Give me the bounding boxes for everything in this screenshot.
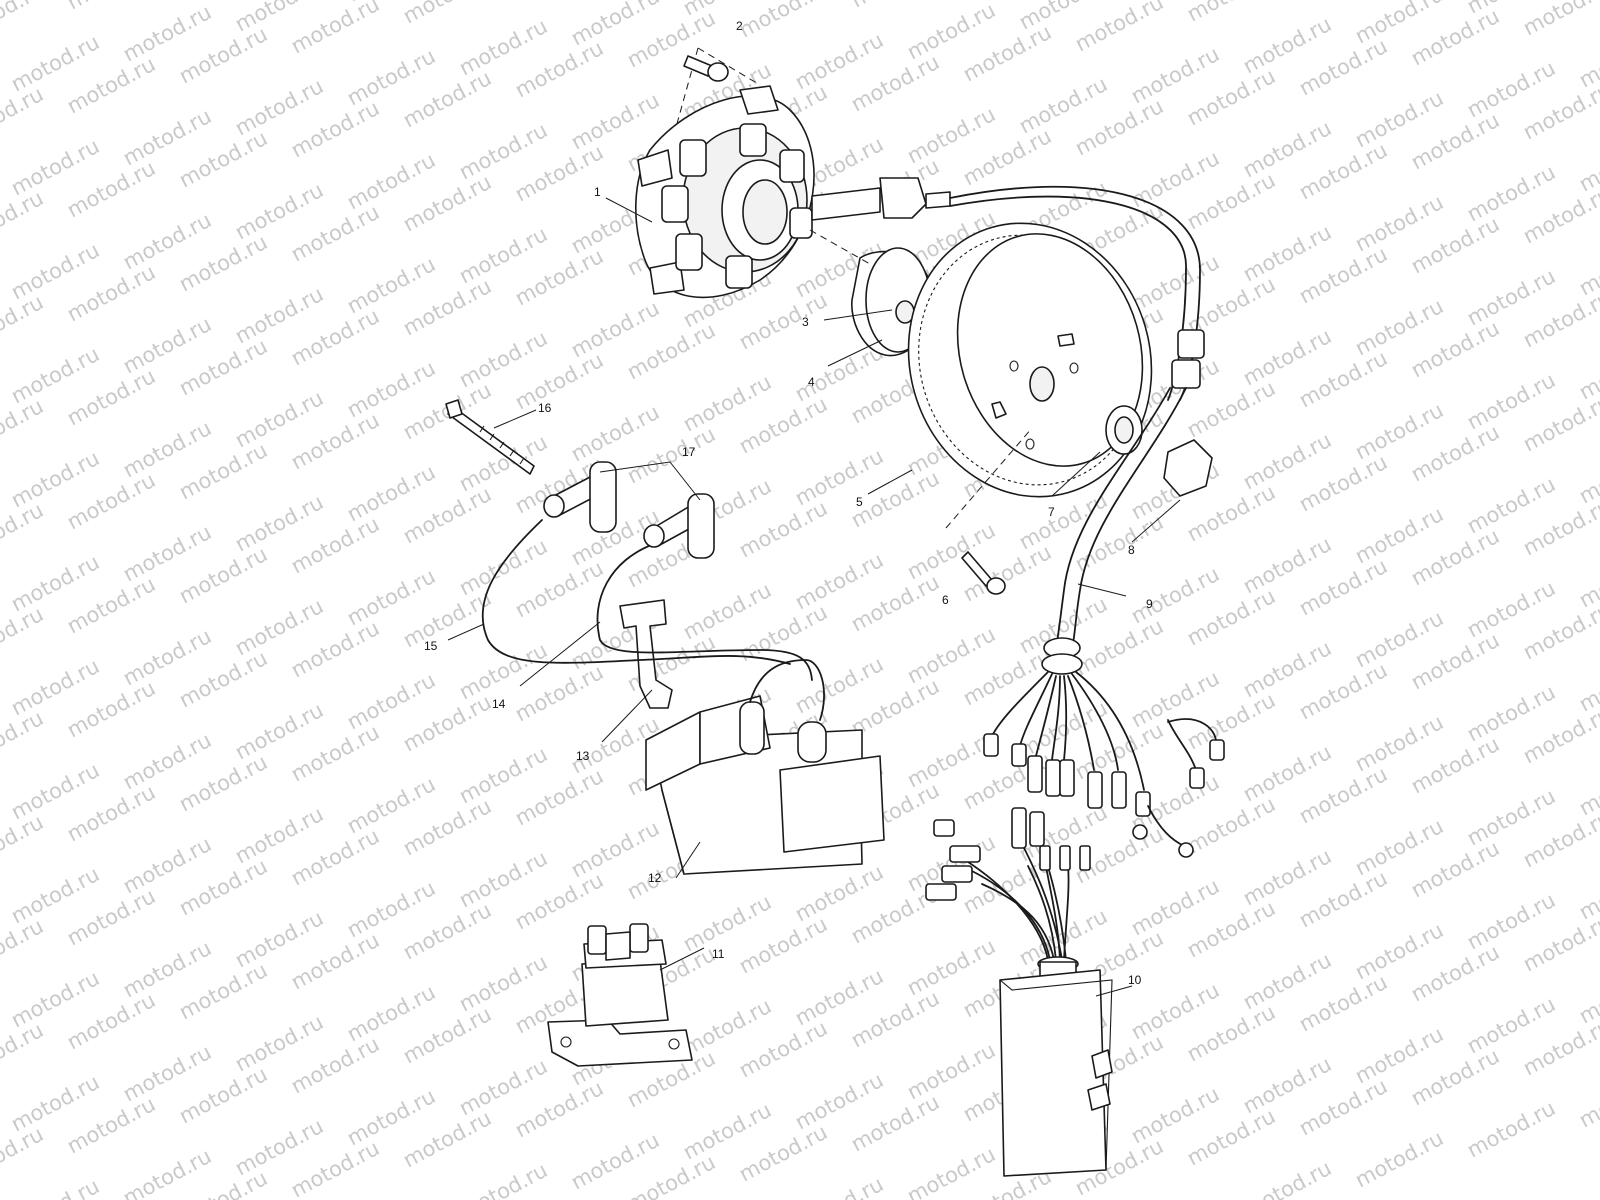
callout-14: 14 bbox=[492, 697, 506, 711]
watermark-text: motod.ru bbox=[0, 810, 47, 876]
watermark-text: motod.ru bbox=[0, 82, 47, 148]
callout-10: 10 bbox=[1128, 973, 1142, 987]
watermark-text: motod.ru bbox=[0, 1122, 47, 1188]
part-13-bracket bbox=[601, 599, 673, 743]
part-8-nut bbox=[1131, 439, 1213, 543]
callout-8: 8 bbox=[1128, 543, 1135, 557]
watermark-text: motod.ru bbox=[119, 1144, 215, 1200]
part-9-harness bbox=[949, 185, 1205, 675]
callout-9: 9 bbox=[1146, 597, 1153, 611]
callout-5: 5 bbox=[856, 495, 863, 509]
watermark-text: motod.ru bbox=[0, 602, 47, 668]
watermark-text: motod.ru bbox=[0, 0, 47, 44]
watermark-text: motod.ru bbox=[735, 0, 831, 42]
part-11-solenoid bbox=[547, 923, 705, 1067]
watermark-text: motod.ru bbox=[1463, 1096, 1559, 1162]
watermark-text: motod.ru bbox=[455, 1158, 551, 1200]
part-15-ht-lead bbox=[447, 519, 791, 665]
part-1-stator bbox=[605, 85, 815, 299]
watermark-text: motod.ru bbox=[1071, 0, 1167, 56]
part-17-spark-caps bbox=[543, 461, 715, 559]
watermark-text: motod.ru bbox=[1183, 0, 1279, 26]
callout-2: 2 bbox=[736, 19, 743, 33]
part-12-ignition-coil bbox=[645, 659, 885, 879]
callout-4: 4 bbox=[808, 375, 815, 389]
callout-12: 12 bbox=[648, 871, 662, 885]
watermark-text: motod.ru bbox=[1239, 1156, 1335, 1200]
callout-11: 11 bbox=[712, 947, 725, 961]
part-6-bolt bbox=[945, 427, 1033, 595]
watermark-text: motod.ru bbox=[7, 1174, 103, 1200]
part-5-flywheel bbox=[867, 222, 1153, 498]
watermark-text: motod.ru bbox=[287, 0, 383, 58]
watermark-text: motod.ru bbox=[0, 1018, 47, 1084]
watermark-text: motod.ru bbox=[903, 1142, 999, 1200]
callout-6: 6 bbox=[942, 593, 949, 607]
callout-3: 3 bbox=[802, 315, 809, 329]
callout-labels: 1 2 3 4 5 6 7 8 9 10 11 12 13 14 15 16 1… bbox=[424, 19, 1153, 987]
harness-pigtails bbox=[983, 671, 1225, 858]
callout-17: 17 bbox=[682, 445, 696, 459]
callout-7: 7 bbox=[1048, 505, 1055, 519]
callout-15: 15 bbox=[424, 639, 438, 653]
watermark-text: motod.ru bbox=[0, 186, 47, 252]
watermark-text: motod.ru bbox=[791, 1172, 887, 1200]
watermark-text: motod.ru bbox=[399, 0, 495, 28]
part-16-bolt bbox=[445, 399, 537, 475]
callout-13: 13 bbox=[576, 749, 590, 763]
watermark-text: motod.ru bbox=[1351, 1126, 1447, 1192]
watermark-text: motod.ru bbox=[0, 498, 47, 564]
watermark-text: motod.ru bbox=[0, 290, 47, 356]
watermark-text: motod.ru bbox=[63, 0, 159, 14]
part-14-ht-lead bbox=[519, 543, 813, 687]
stator-lead bbox=[811, 177, 951, 221]
callout-16: 16 bbox=[538, 401, 552, 415]
watermark-text: motod.ru bbox=[0, 706, 47, 772]
watermark-text: motod.ru bbox=[1519, 0, 1600, 40]
watermark-text: motod.ru bbox=[1575, 1066, 1600, 1132]
part-2-screw bbox=[659, 47, 761, 186]
watermark-text: motod.ru bbox=[847, 0, 943, 12]
part-7-washer bbox=[1051, 405, 1143, 497]
watermark-text: motod.ru bbox=[0, 914, 47, 980]
callout-1: 1 bbox=[594, 185, 601, 199]
part-10-cdi-box bbox=[925, 807, 1133, 1177]
watermark-text: motod.ru bbox=[0, 394, 47, 460]
